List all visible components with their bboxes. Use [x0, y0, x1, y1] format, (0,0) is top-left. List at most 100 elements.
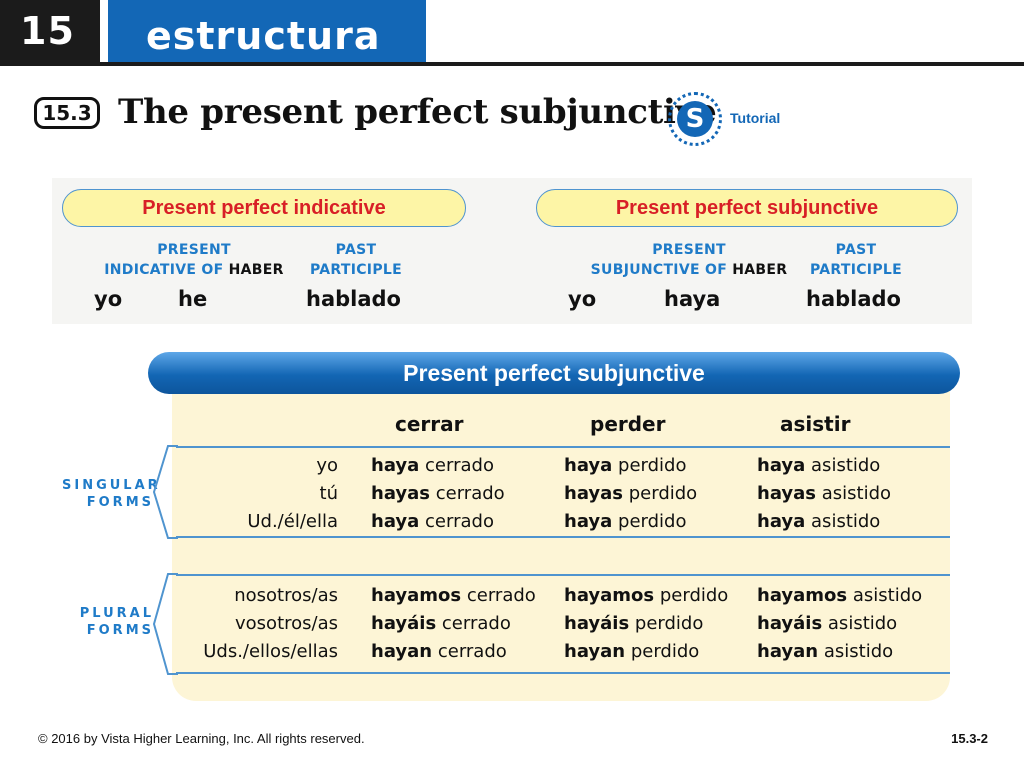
form-asistir: haya asistido — [757, 508, 880, 536]
aux-form: haya — [371, 511, 420, 532]
participle: perdido — [634, 613, 704, 634]
verb-header-cerrar: cerrar — [395, 412, 464, 436]
indicative-aux: he — [178, 287, 208, 311]
subjunctive-aux-header-prefix: SUBJUNCTIVE OF — [590, 262, 733, 278]
aux-form: haya — [757, 455, 806, 476]
aux-form: hayan — [371, 641, 433, 662]
verb-header-asistir: asistir — [780, 412, 851, 436]
table-row: nosotros/as hayamos cerrado hayamos perd… — [176, 582, 950, 610]
indicative-aux-header-line2: INDICATIVE OF HABER — [100, 260, 288, 280]
copyright-notice: © 2016 by Vista Higher Learning, Inc. Al… — [38, 731, 365, 746]
form-cerrar: hayas cerrado — [371, 480, 505, 508]
plural-label-line1: PLURAL — [79, 606, 154, 621]
form-perder: hayas perdido — [564, 480, 697, 508]
table-row: Uds./ellos/ellas hayan cerrado hayan per… — [176, 638, 950, 666]
participle: perdido — [618, 511, 687, 532]
indicative-pronoun: yo — [94, 287, 123, 311]
aux-form: haya — [564, 511, 613, 532]
form-perder: hayamos perdido — [564, 582, 728, 610]
participle: cerrado — [441, 613, 511, 634]
participle: asistido — [852, 585, 923, 606]
plural-bracket — [152, 573, 178, 675]
subjunctive-aux-header-line1: PRESENT — [652, 242, 726, 258]
subjunctive-participle: hablado — [806, 287, 901, 311]
pronoun: yo — [316, 455, 338, 476]
aux-form: hayáis — [564, 613, 630, 634]
form-asistir: hayáis asistido — [757, 610, 897, 638]
indicative-aux-header-prefix: INDICATIVE OF — [104, 262, 229, 278]
participle: asistido — [811, 511, 881, 532]
participle: cerrado — [466, 585, 536, 606]
form-asistir: hayamos asistido — [757, 582, 922, 610]
section-number-badge: 15.3 — [34, 97, 100, 129]
pronoun: Uds./ellos/ellas — [203, 641, 338, 662]
table-divider — [176, 536, 950, 538]
indicative-aux-header: PRESENT INDICATIVE OF HABER — [100, 240, 288, 280]
indicative-participle-header: PAST PARTICIPLE — [296, 240, 416, 280]
indicative-participle: hablado — [306, 287, 401, 311]
singular-bracket — [152, 445, 178, 539]
table-row: Ud./él/ella haya cerrado haya perdido ha… — [176, 508, 950, 536]
aux-form: hayas — [371, 483, 431, 504]
subjunctive-aux-header-line2: SUBJUNCTIVE OF HABER — [586, 260, 792, 280]
pronoun: vosotros/as — [235, 613, 338, 634]
aux-form: hayan — [564, 641, 626, 662]
participle: asistido — [811, 455, 881, 476]
chapter-title: estructura — [108, 0, 426, 62]
form-perder: hayan perdido — [564, 638, 699, 666]
tutorial-link[interactable]: Tutorial — [730, 110, 781, 126]
form-cerrar: hayáis cerrado — [371, 610, 511, 638]
form-cerrar: haya cerrado — [371, 452, 494, 480]
indicative-pill: Present perfect indicative — [62, 189, 466, 227]
haber-label: HABER — [228, 262, 284, 278]
pronoun: Ud./él/ella — [247, 511, 338, 532]
form-perder: haya perdido — [564, 452, 686, 480]
form-asistir: hayas asistido — [757, 480, 891, 508]
pronoun: nosotros/as — [234, 585, 338, 606]
aux-form: hayan — [757, 641, 819, 662]
aux-form: haya — [564, 455, 613, 476]
singular-label-line1: SINGULAR — [62, 478, 161, 493]
section-title: The present perfect subjunctive — [118, 92, 717, 132]
participle: cerrado — [437, 641, 507, 662]
header-rule — [0, 62, 1024, 66]
participle: asistido — [821, 483, 892, 504]
subjunctive-participle-header-line1: PAST — [835, 242, 877, 258]
subjunctive-aux-header: PRESENT SUBJUNCTIVE OF HABER — [586, 240, 792, 280]
page-number: 15.3-2 — [951, 731, 988, 746]
haber-label: HABER — [732, 262, 788, 278]
verb-header-perder: perder — [590, 412, 666, 436]
form-perder: haya perdido — [564, 508, 686, 536]
indicative-participle-header-line2: PARTICIPLE — [310, 262, 402, 278]
aux-form: hayamos — [757, 585, 848, 606]
subjunctive-aux: haya — [664, 287, 721, 311]
chapter-number: 15 — [0, 0, 100, 62]
subjunctive-participle-header-line2: PARTICIPLE — [810, 262, 902, 278]
chapter-header: 15 estructura — [0, 0, 1024, 66]
participle: asistido — [827, 613, 898, 634]
form-perder: hayáis perdido — [564, 610, 703, 638]
aux-form: hayamos — [564, 585, 655, 606]
table-divider — [176, 672, 950, 674]
subjunctive-participle-header: PAST PARTICIPLE — [796, 240, 916, 280]
aux-form: hayas — [564, 483, 624, 504]
form-asistir: hayan asistido — [757, 638, 893, 666]
table-divider — [176, 446, 950, 448]
participle: cerrado — [425, 511, 494, 532]
subjunctive-pill: Present perfect subjunctive — [536, 189, 958, 227]
tutorial-icon[interactable]: S — [668, 92, 722, 146]
participle: cerrado — [425, 455, 494, 476]
singular-forms-label: SINGULAR FORMS — [62, 477, 161, 511]
form-cerrar: haya cerrado — [371, 508, 494, 536]
aux-form: hayamos — [371, 585, 462, 606]
aux-form: hayas — [757, 483, 817, 504]
subjunctive-pronoun: yo — [568, 287, 597, 311]
form-cerrar: hayan cerrado — [371, 638, 507, 666]
table-divider — [176, 574, 950, 576]
form-cerrar: hayamos cerrado — [371, 582, 536, 610]
participle: perdido — [630, 641, 700, 662]
aux-form: haya — [371, 455, 420, 476]
table-title-banner: Present perfect subjunctive — [148, 352, 960, 394]
conjugation-table — [172, 375, 950, 701]
aux-form: hayáis — [757, 613, 823, 634]
